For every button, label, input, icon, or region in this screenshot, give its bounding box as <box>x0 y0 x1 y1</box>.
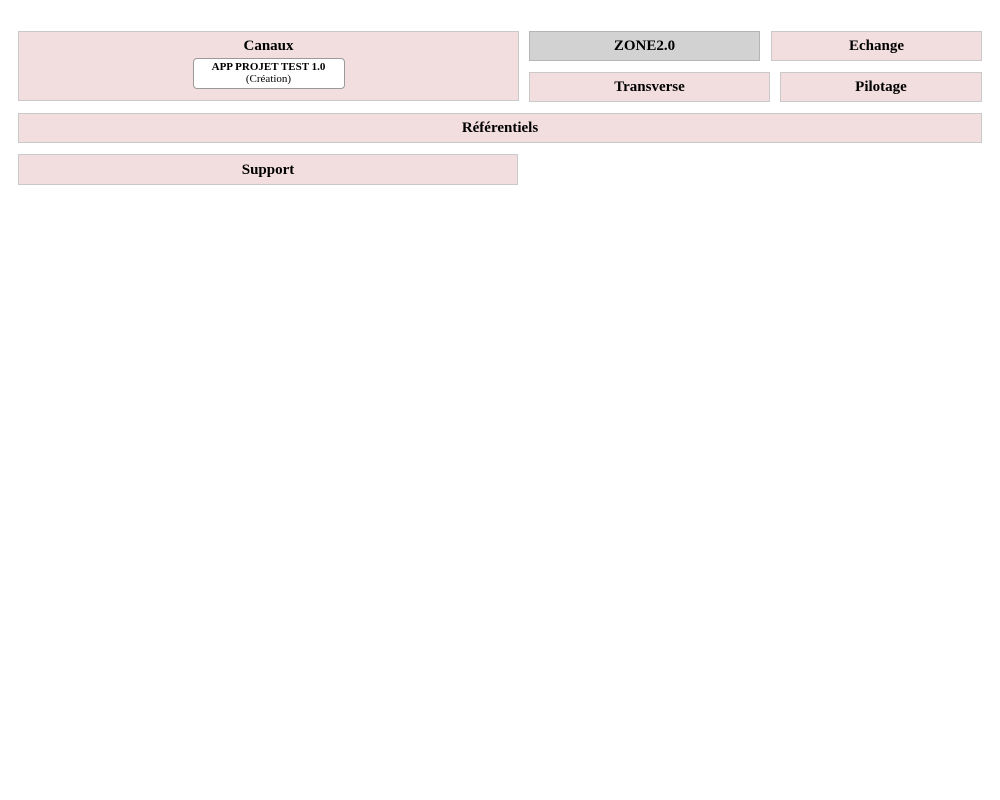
zone-pilotage-label: Pilotage <box>855 79 907 95</box>
zone-pilotage[interactable]: Pilotage <box>780 72 982 102</box>
zone-transverse[interactable]: Transverse <box>529 72 770 102</box>
zone-referentiels[interactable]: Référentiels <box>18 113 982 143</box>
app-card-projet-test[interactable]: APP PROJET TEST 1.0 (Création) <box>192 58 345 89</box>
zone-support[interactable]: Support <box>18 154 518 185</box>
zone-echange[interactable]: Echange <box>771 31 982 61</box>
app-card-title: APP PROJET TEST 1.0 <box>211 61 326 73</box>
zone-referentiels-label: Référentiels <box>461 120 539 136</box>
zone-support-label: Support <box>241 161 295 178</box>
zone-transverse-label: Transverse <box>614 79 685 95</box>
zone-canaux[interactable]: Canaux APP PROJET TEST 1.0 (Création) <box>18 31 519 101</box>
zone-echange-label: Echange <box>848 38 904 54</box>
zone-zone2[interactable]: ZONE2.0 <box>529 31 760 61</box>
zone-canaux-label: Canaux <box>243 38 294 54</box>
zone-zone2-label: ZONE2.0 <box>613 38 676 54</box>
app-card-subtitle: (Création) <box>245 73 292 85</box>
